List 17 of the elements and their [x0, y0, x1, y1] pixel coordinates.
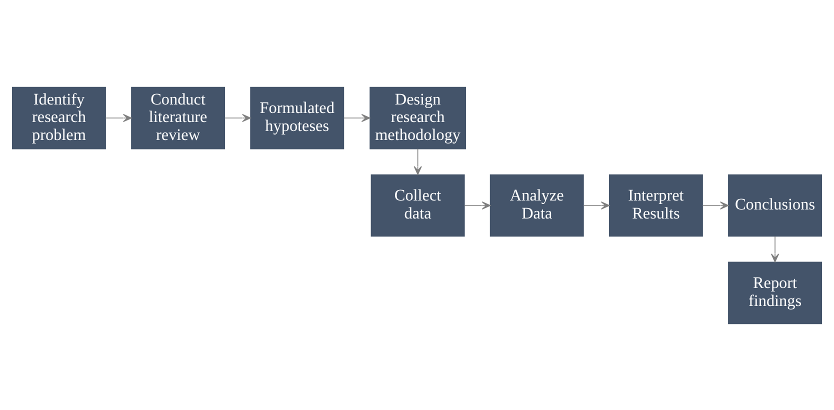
arrow — [343, 113, 370, 122]
node-box: Design research methodology — [370, 86, 466, 149]
node-box: Collect data — [370, 174, 465, 236]
arrow — [224, 113, 251, 122]
arrow — [702, 200, 729, 210]
arrow — [583, 200, 610, 210]
node-box: Formulated hypoteses — [250, 86, 344, 149]
node-box: Conduct literature review — [131, 86, 226, 149]
node-box: Analyze Data — [490, 174, 584, 236]
node-box: Interpret Results — [608, 174, 703, 236]
node-box: Conclusions — [728, 174, 822, 236]
arrow — [414, 148, 422, 174]
node-box: Report findings — [728, 261, 822, 324]
arrow — [464, 200, 491, 210]
arrow — [105, 113, 132, 122]
node-box: Identify research problem — [12, 86, 106, 149]
arrow — [770, 235, 780, 262]
